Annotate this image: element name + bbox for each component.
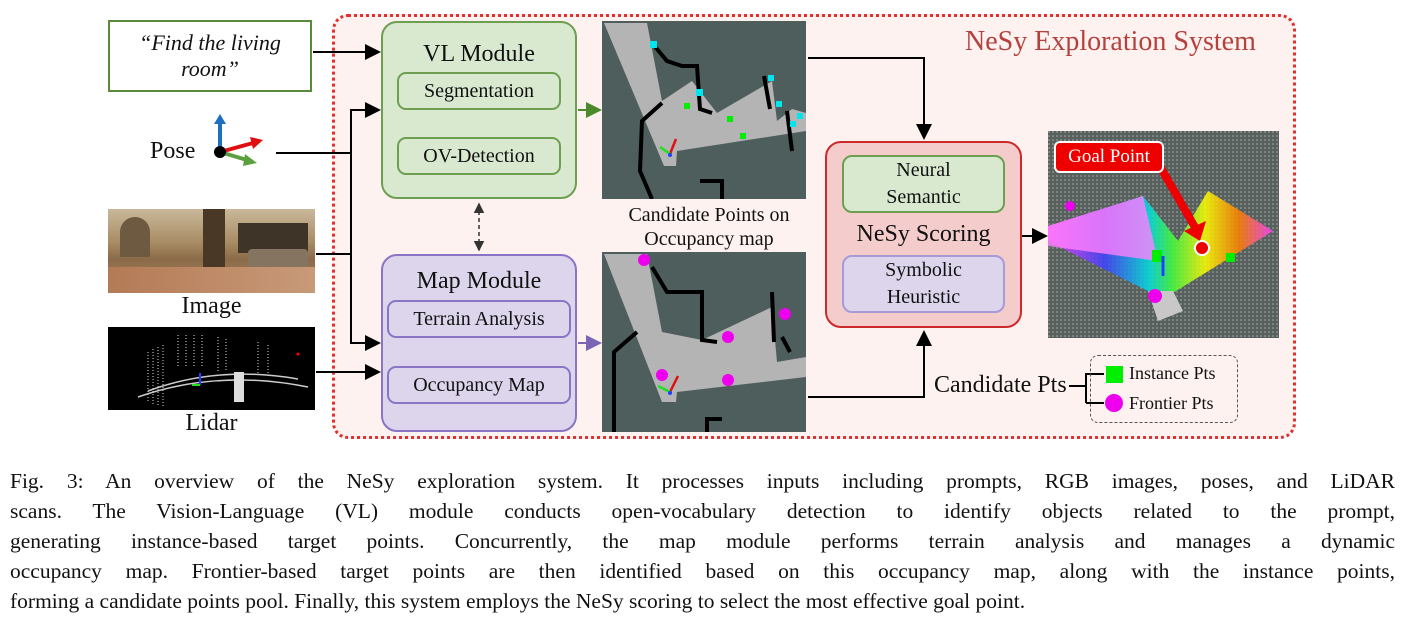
instance-pts-label: Instance Pts [1129,363,1216,383]
caption-line: forming a candidate points pool. Finally… [10,589,1026,613]
occupancy-map-block: Occupancy Map [387,366,571,404]
vl-module-title: VL Module [423,41,535,67]
ov-detection-block: OV-Detection [397,137,561,175]
segmentation-block: Segmentation [397,72,561,110]
image-label: Image [181,293,242,319]
prompt-box: “Find the living room” [108,20,312,92]
neural-line1: Neural [896,159,951,181]
pose-axes-icon [214,114,263,166]
caption-line: occupancy map. Frontier-based target poi… [10,559,1395,583]
neural-semantic-block: Neural Semantic [842,155,1005,213]
arrow-candidates-scoring [808,330,932,398]
rgb-image [108,209,315,293]
candidate-pts-label: Candidate Pts [934,372,1067,398]
occupancy-map-instance-view [602,21,806,199]
candidate-legend [1090,355,1238,423]
vl-module: VL Module Segmentation OV-Detection [381,21,577,199]
symbolic-heuristic-block: Symbolic Heuristic [842,255,1005,313]
instance-pts-marker-icon [1106,366,1123,383]
caption-line: generating instance-based target points.… [10,529,1395,553]
neural-line2: Semantic [886,186,961,208]
symbolic-line2: Heuristic [886,286,961,308]
system-title: NeSy Exploration System [965,26,1256,57]
occupancy-caption-line2: Occupancy map [644,228,774,250]
goal-pointcloud-view [1048,131,1279,338]
figure-caption: Fig. 3: An overview of the NeSy explorat… [10,466,1395,616]
nesy-scoring-title: NeSy Scoring [856,221,991,247]
map-module: Map Module Terrain Analysis Occupancy Ma… [381,254,577,432]
frontier-pts-marker-icon [1105,394,1123,412]
occupancy-map-frontier-view [602,252,806,432]
terrain-analysis-block: Terrain Analysis [387,300,571,338]
prompt-text: “Find the living room” [139,30,281,81]
symbolic-line1: Symbolic [885,259,962,281]
map-module-title: Map Module [416,268,542,294]
arrow-bus-vl [350,102,381,343]
legend-bracket [1069,373,1104,387]
lidar-label: Lidar [185,410,238,436]
nesy-scoring-module: Neural Semantic NeSy Scoring Symbolic He… [825,141,1022,328]
pose-label: Pose [150,138,196,164]
arrow-occ-scoring-top [808,57,932,140]
caption-line: scans. The Vision-Language (VL) module c… [10,499,1395,523]
goal-point-label: Goal Point [1054,141,1164,173]
frontier-pts-label: Frontier Pts [1129,393,1214,413]
lidar-scan [108,327,315,410]
caption-line: Fig. 3: An overview of the NeSy explorat… [10,469,1395,493]
occupancy-caption: Candidate Points on Occupancy map [596,203,822,251]
occupancy-caption-line1: Candidate Points on [628,204,790,226]
